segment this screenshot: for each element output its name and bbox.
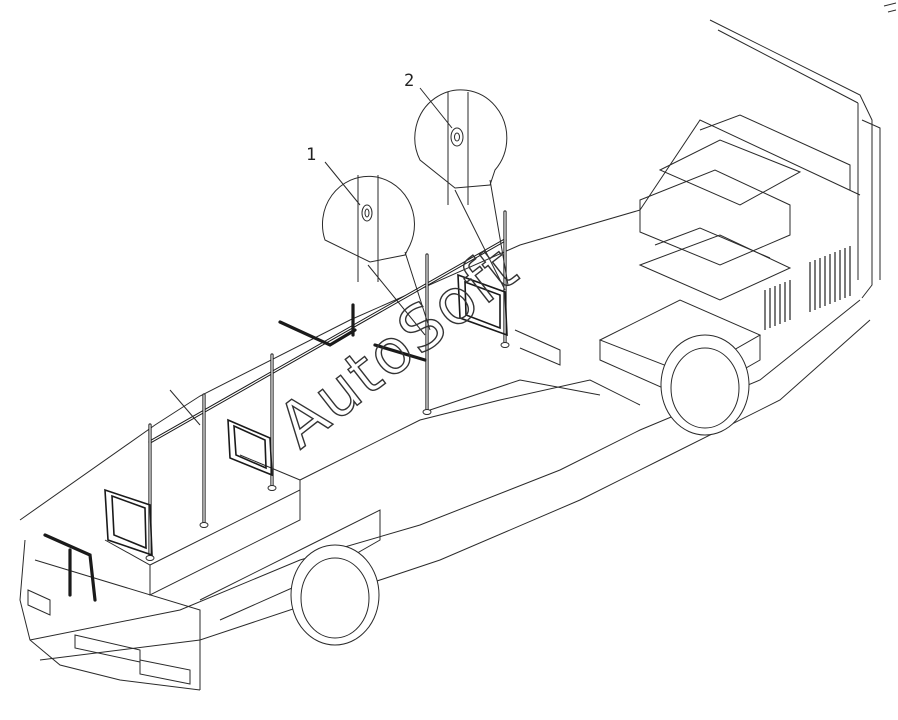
- rear-vent-left: [764, 280, 791, 330]
- seat-frame-rear: [457, 273, 508, 337]
- callout-2: 2: [404, 71, 509, 291]
- seat-frame-middle: [227, 418, 273, 477]
- callout-label-2: 2: [404, 71, 414, 91]
- bus-body: [19, 19, 881, 691]
- seat-frame-front: [104, 488, 153, 557]
- callout-label-1: 1: [306, 145, 316, 165]
- handrail-system: [43, 210, 510, 602]
- callout-1: 1: [306, 145, 431, 336]
- rear-vent-right: [809, 246, 851, 312]
- watermark: AutoSoft: [264, 230, 531, 461]
